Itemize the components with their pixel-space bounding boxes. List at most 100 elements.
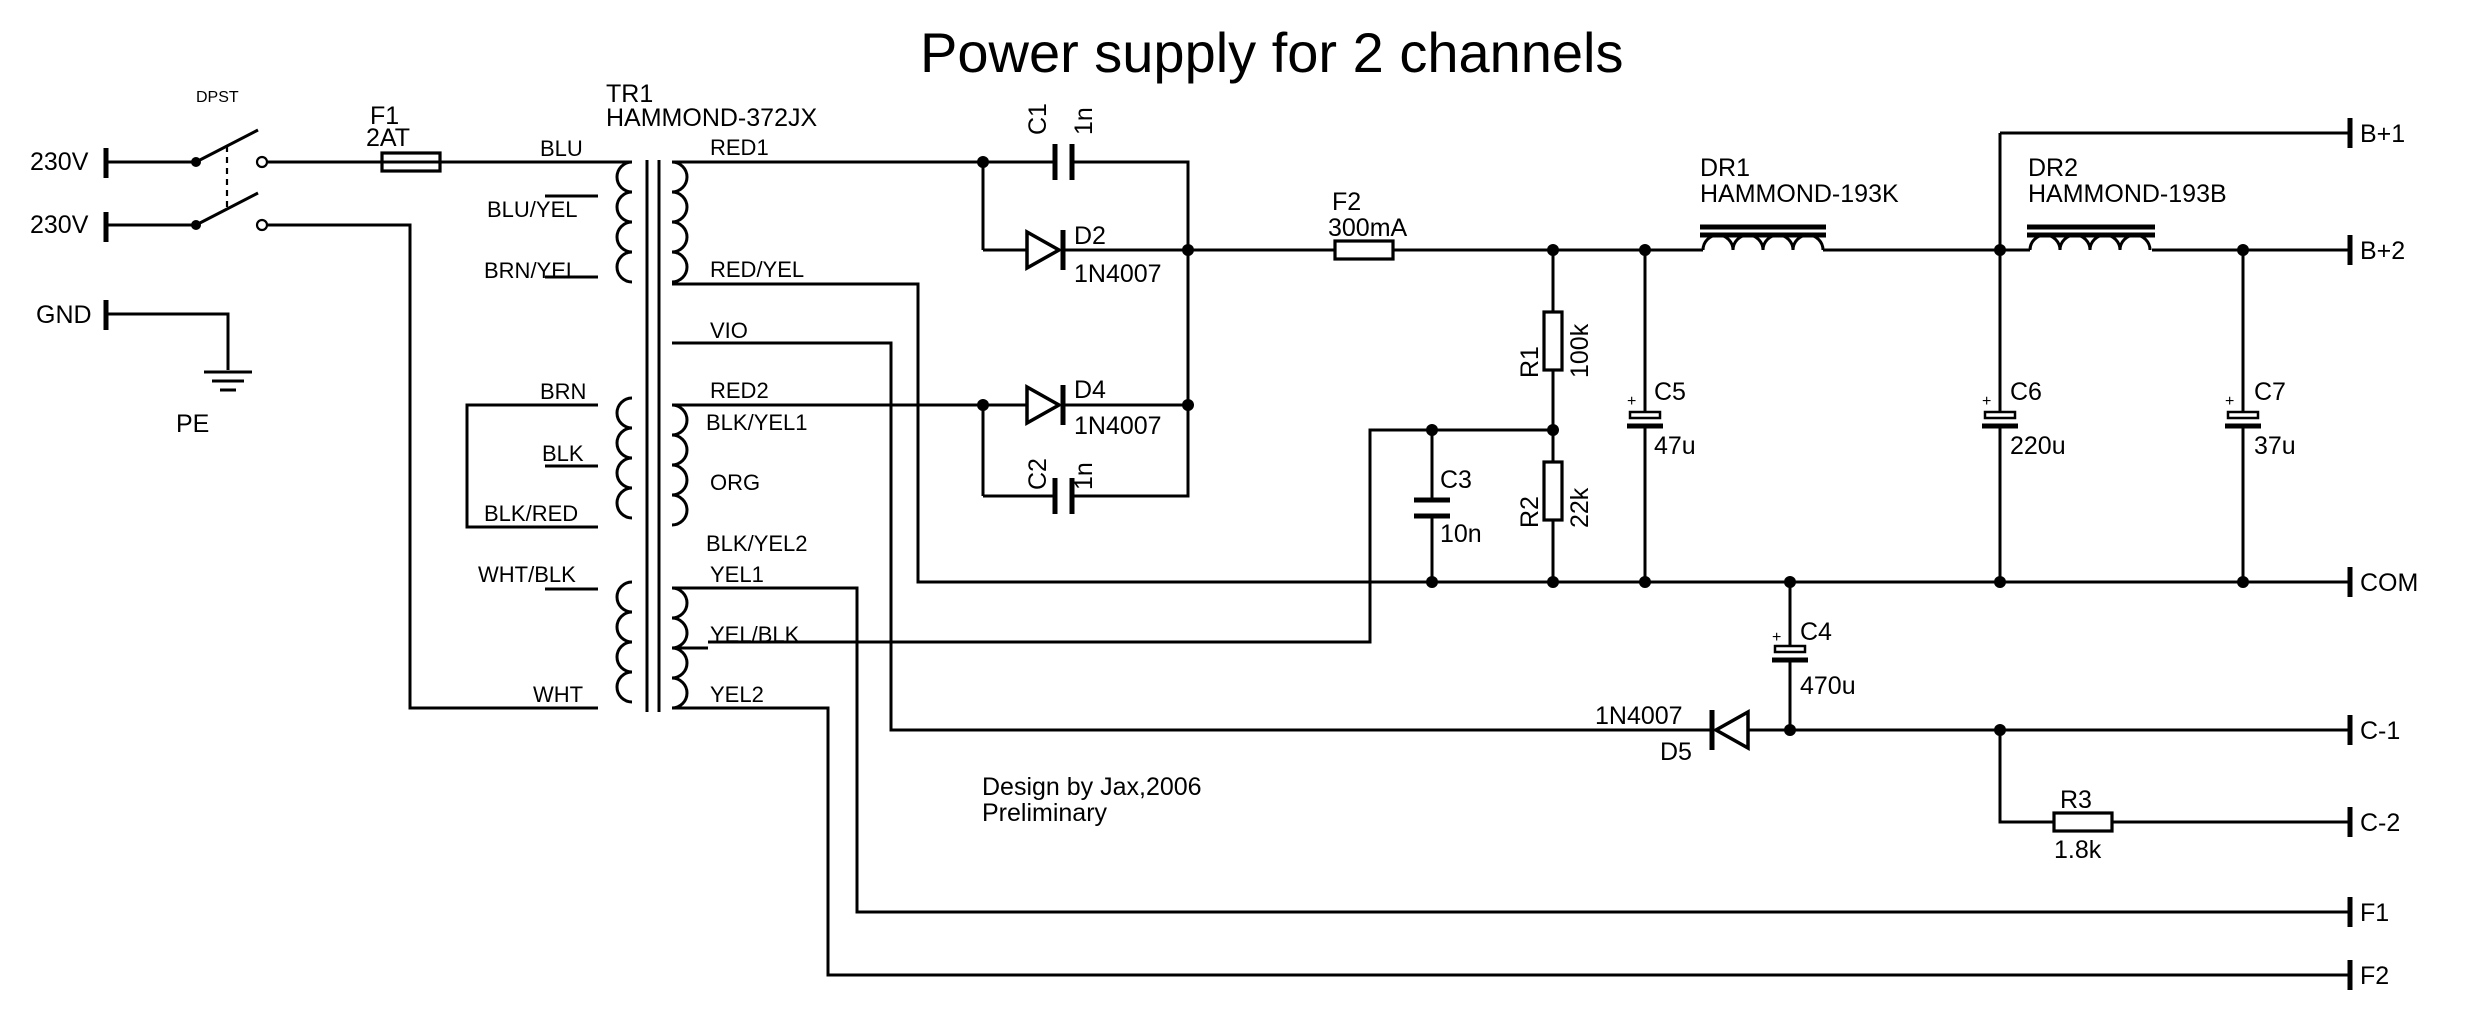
- d5-value: 1N4007: [1595, 702, 1683, 730]
- c7-value: 37u: [2254, 432, 2296, 460]
- secondary-winding-hv2: [671, 403, 689, 527]
- mains-input-1-label: 230V: [30, 148, 89, 176]
- page-title: Power supply for 2 channels: [920, 21, 1624, 84]
- choke-dr2: DR2 HAMMOND-193B: [2027, 154, 2227, 251]
- c1-ref: C1: [1024, 103, 1052, 135]
- fuse-f2: F2 300mA: [1328, 188, 1408, 261]
- d4-ref: D4: [1074, 376, 1106, 404]
- c7-ref: C7: [2254, 378, 2286, 406]
- tr1-model: HAMMOND-372JX: [606, 104, 817, 132]
- diode-d2: D2 1N4007: [1025, 222, 1162, 288]
- sec-label-red1: RED1: [710, 135, 769, 160]
- dpst-label: DPST: [196, 89, 239, 106]
- fuse-f1-ref: F1: [370, 102, 399, 130]
- out-bplus2: B+2: [2360, 237, 2405, 265]
- sec-label-yel2: YEL2: [710, 682, 764, 707]
- dr1-ref: DR1: [1700, 154, 1750, 182]
- d2-ref: D2: [1074, 222, 1106, 250]
- resistor-r3: R3 1.8k: [1998, 730, 2350, 864]
- dpst-switch: DPST: [191, 89, 269, 232]
- capacitor-c5: + C5 47u: [1627, 250, 1696, 582]
- r2-ref: R2: [1516, 496, 1544, 528]
- fuse-f1-value: 2AT: [366, 124, 410, 152]
- earth-ground-icon: [204, 370, 252, 392]
- fuse-f1: F1 2AT: [267, 102, 442, 173]
- choke-dr1: DR1 HAMMOND-193K: [1700, 154, 1899, 251]
- c3-ref: C3: [1440, 466, 1472, 494]
- primary-winding-3: [615, 580, 633, 704]
- credits-line1: Design by Jax,2006: [982, 773, 1202, 801]
- c7-plus: +: [2225, 393, 2234, 410]
- c4-value: 470u: [1800, 672, 1856, 700]
- main-rail: [1188, 131, 2350, 256]
- diode-d4: D4 1N4007: [1025, 376, 1162, 440]
- c2-ref: C2: [1024, 458, 1052, 490]
- pri-label-blk: BLK: [542, 441, 584, 466]
- c5-ref: C5: [1654, 378, 1686, 406]
- sec-label-org: ORG: [710, 470, 760, 495]
- credits-line2: Preliminary: [982, 799, 1108, 827]
- r3-value: 1.8k: [2054, 836, 2102, 864]
- output-terminals: B+1 B+2 COM C-1 C-2 F1 F2: [2347, 118, 2418, 990]
- sec-label-blk-yel2: BLK/YEL2: [706, 531, 808, 556]
- out-com: COM: [2360, 569, 2418, 597]
- sec-label-vio: VIO: [710, 318, 748, 343]
- fuse-f2-ref: F2: [1332, 188, 1361, 216]
- filament-wiring: [708, 586, 2350, 977]
- c2-value: 1n: [1070, 462, 1098, 490]
- sec-label-yel1: YEL1: [710, 562, 764, 587]
- pe-label: PE: [176, 410, 209, 438]
- c4-ref: C4: [1800, 618, 1832, 646]
- capacitor-c6: + C6 220u: [1982, 250, 2066, 582]
- pri-label-brn: BRN: [540, 379, 586, 404]
- sec-label-red-yel: RED/YEL: [710, 257, 804, 282]
- capacitor-c3: C3 10n: [1414, 430, 1482, 582]
- primary-winding-2: [615, 396, 633, 520]
- resistor-r1: R1 100k: [1516, 250, 1594, 462]
- dr2-ref: DR2: [2028, 154, 2078, 182]
- r3-ref: R3: [2060, 786, 2092, 814]
- dr2-model: HAMMOND-193B: [2028, 180, 2227, 208]
- c3-value: 10n: [1440, 520, 1482, 548]
- gnd-input: GND PE: [36, 300, 252, 438]
- d5-ref: D5: [1660, 738, 1692, 766]
- r1-value: 100k: [1566, 323, 1594, 378]
- rectifier-wiring: [708, 156, 1194, 498]
- out-f2: F2: [2360, 962, 2389, 990]
- capacitor-c1: C1 1n: [1024, 103, 1098, 180]
- c6-value: 220u: [2010, 432, 2066, 460]
- credits: Design by Jax,2006 Preliminary: [982, 773, 1202, 827]
- resistor-r2: R2 22k: [1516, 460, 1594, 582]
- tr1-ref: TR1: [606, 80, 653, 108]
- capacitor-c2: C2 1n: [1024, 458, 1098, 514]
- pri-label-blu-yel: BLU/YEL: [487, 197, 578, 222]
- c5-plus: +: [1627, 393, 1636, 410]
- diode-d5: 1N4007 D5: [708, 341, 2350, 766]
- r2-value: 22k: [1566, 487, 1594, 528]
- out-f1: F1: [2360, 899, 2389, 927]
- primary-wiring: [267, 160, 598, 710]
- secondary-winding-hv1: [671, 160, 689, 284]
- sec-label-blk-yel1: BLK/YEL1: [706, 410, 808, 435]
- c6-ref: C6: [2010, 378, 2042, 406]
- d2-value: 1N4007: [1074, 260, 1162, 288]
- com-rail: [708, 282, 2350, 588]
- transformer-tr1: TR1 HAMMOND-372JX: [598, 80, 817, 712]
- capacitor-c7: + C7 37u: [2225, 250, 2296, 582]
- c6-plus: +: [1982, 393, 1991, 410]
- pri-label-wht: WHT: [533, 682, 583, 707]
- c5-value: 47u: [1654, 432, 1696, 460]
- out-c2: C-2: [2360, 809, 2400, 837]
- out-bplus1: B+1: [2360, 120, 2405, 148]
- primary-winding-1: [615, 160, 633, 284]
- dr1-model: HAMMOND-193K: [1700, 180, 1899, 208]
- c1-value: 1n: [1070, 107, 1098, 135]
- mains-input-2-label: 230V: [30, 211, 89, 239]
- out-c1: C-1: [2360, 717, 2400, 745]
- r1-ref: R1: [1516, 346, 1544, 378]
- d4-value: 1N4007: [1074, 412, 1162, 440]
- mains-input-1: 230V: [30, 148, 192, 178]
- pri-label-brn-yel: BRN/YEL: [484, 258, 578, 283]
- pri-label-blu: BLU: [540, 136, 583, 161]
